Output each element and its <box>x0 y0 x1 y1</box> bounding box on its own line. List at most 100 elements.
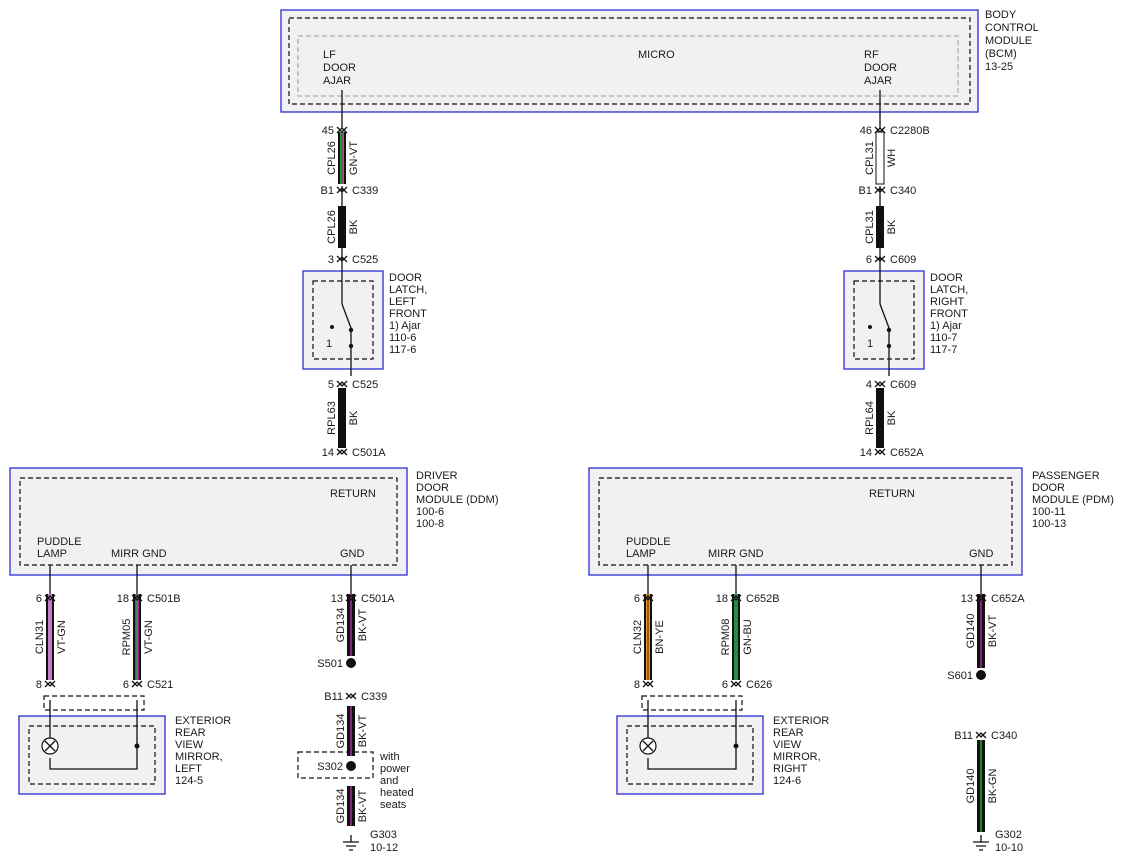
connector-pin: 14 <box>860 447 872 459</box>
wire-segment: GD134 BK-VT <box>335 706 369 756</box>
connector-name: C652A <box>890 447 924 459</box>
splice-label: S302 <box>317 761 343 773</box>
connector-pin: B1 <box>859 185 872 197</box>
connector-pin: 13 <box>331 593 343 605</box>
wire-circuit-label: GD134 <box>335 714 347 749</box>
pdm-module-label: PASSENGER DOOR MODULE (PDM) 100-11 100-1… <box>1032 470 1117 530</box>
wire-segment: RPL64 BK <box>864 388 898 448</box>
wire-color-label: VT-GN <box>143 620 155 654</box>
wire-color-label: BK <box>348 219 360 234</box>
connector-name: C2280B <box>890 125 930 137</box>
pdm-module: RETURN PUDDLE LAMP MIRR GND GND PASSENGE… <box>588 467 1117 576</box>
splice: S601 <box>947 670 986 682</box>
pdm-gnd-label: GND <box>969 548 994 560</box>
wire-segment: RPM08 GN-BU <box>720 594 754 680</box>
connector-pin: 6 <box>866 254 872 266</box>
connector-pin: 6 <box>722 679 728 691</box>
connector-name: C340 <box>991 730 1017 742</box>
wire-circuit-label: RPM05 <box>121 619 133 656</box>
wire-segment: CPL31 WH <box>864 131 898 185</box>
wire-circuit-label: CPL26 <box>326 141 338 175</box>
connector-pin: 5 <box>328 379 334 391</box>
wire-circuit-label: GD134 <box>335 789 347 824</box>
wire-segment: RPM05 VT-GN <box>121 594 155 680</box>
wire-color-label: BK <box>886 219 898 234</box>
connector-pin: 4 <box>866 379 872 391</box>
connector-name: C339 <box>352 185 378 197</box>
splice: S501 <box>317 658 356 670</box>
wire-color-label: BK-VT <box>987 615 999 648</box>
mirror-right: EXTERIOR REAR VIEW MIRROR, RIGHT 124-6 <box>616 715 832 795</box>
connector: 3 C525 <box>328 254 378 266</box>
connector-name: C525 <box>352 254 378 266</box>
wire-runs <box>41 90 989 851</box>
connector-pin: 18 <box>716 593 728 605</box>
wire-circuit-label: CPL31 <box>864 141 876 175</box>
door-latch-left: 1 DOOR LATCH, LEFT FRONT 1) Ajar 110-6 1… <box>302 270 427 370</box>
ddm-module-label: DRIVER DOOR MODULE (DDM) 100-6 100-8 <box>416 470 502 530</box>
wire-circuit-label: RPL64 <box>864 401 876 435</box>
mirror-left-label: EXTERIOR REAR VIEW MIRROR, LEFT 124-5 <box>175 715 234 787</box>
connector-pin: 18 <box>117 593 129 605</box>
connector-pin: 46 <box>860 125 872 137</box>
wire-circuit-label: RPL63 <box>326 401 338 435</box>
wire-color-label: BK-VT <box>357 790 369 823</box>
wire-circuit-label: GD140 <box>965 614 977 649</box>
mirror-right-label: EXTERIOR REAR VIEW MIRROR, RIGHT 124-6 <box>773 715 832 787</box>
connector-pin: 8 <box>36 679 42 691</box>
connector-name: C521 <box>147 679 173 691</box>
connector-name: C626 <box>746 679 772 691</box>
pdm-puddle-lamp-label: PUDDLE LAMP <box>626 536 674 560</box>
wire-color-label: BK <box>886 410 898 425</box>
connector: 45 <box>322 125 348 137</box>
connector: B1 C340 <box>859 185 917 197</box>
wire-circuit-label: RPM08 <box>720 619 732 656</box>
pdm-mirr-gnd-label: MIRR GND <box>708 548 764 560</box>
connector-name: C501A <box>361 593 395 605</box>
ddm-mirr-gnd-label: MIRR GND <box>111 548 167 560</box>
bcm-rf-door-ajar-label: RF DOOR AJAR <box>864 49 900 87</box>
ground-g303-label: G303 10-12 <box>370 829 400 854</box>
latch-right-label: DOOR LATCH, RIGHT FRONT 1) Ajar 110-7 11… <box>930 272 971 356</box>
wire-circuit-label: CPL26 <box>326 210 338 244</box>
wire-color-label: BN-YE <box>654 620 666 654</box>
s302-note: with power and heated seats <box>379 751 417 811</box>
wire-circuit-label: GD134 <box>335 608 347 643</box>
wire-color-label: BK-VT <box>357 715 369 748</box>
connector-pin: 8 <box>634 679 640 691</box>
connector-pin: 3 <box>328 254 334 266</box>
bcm-module: MICRO LF DOOR AJAR RF DOOR AJAR BODY CON… <box>280 9 1041 113</box>
wire-color-label: BK-VT <box>357 609 369 642</box>
ddm-return-label: RETURN <box>330 488 376 500</box>
wire-color-label: GN-BU <box>742 619 754 655</box>
connector-pin: 6 <box>634 593 640 605</box>
connector: 46 C2280B <box>860 125 930 137</box>
connector-name: C340 <box>890 185 916 197</box>
latch-right-pin-number: 1 <box>867 338 873 350</box>
bcm-lf-door-ajar-label: LF DOOR AJAR <box>323 49 359 87</box>
connector-pin: B11 <box>954 730 973 742</box>
wire-color-label: WH <box>886 149 898 167</box>
connector: 8 <box>36 679 56 691</box>
wire-segment: GD140 BK-VT <box>965 594 999 668</box>
splice-label: S601 <box>947 670 973 682</box>
bcm-module-label: BODY CONTROL MODULE (BCM) 13-25 <box>985 9 1041 73</box>
door-latch-right: 1 DOOR LATCH, RIGHT FRONT 1) Ajar 110-7 … <box>843 270 971 370</box>
connector: 6 C626 <box>722 679 772 691</box>
